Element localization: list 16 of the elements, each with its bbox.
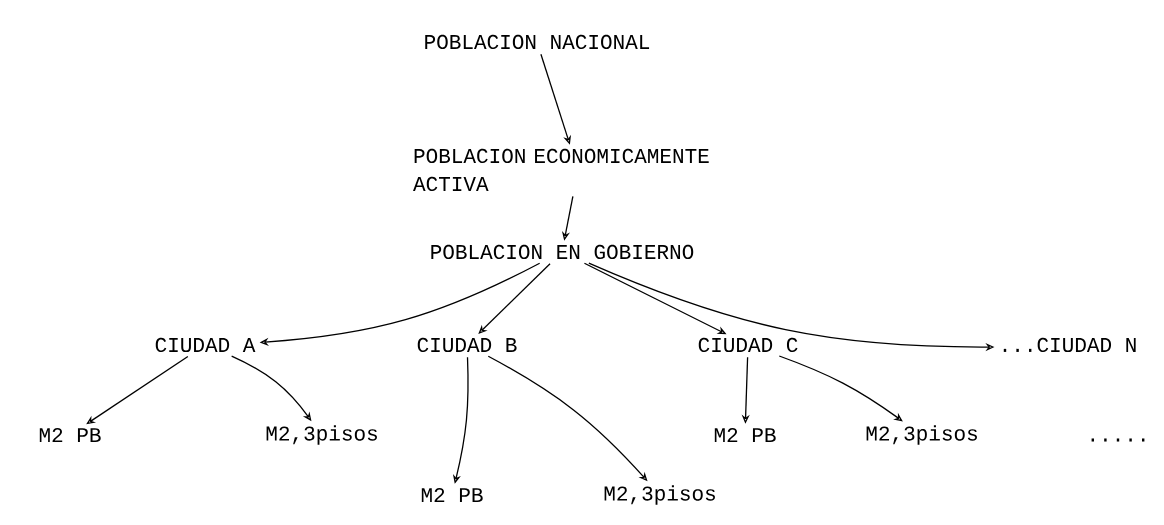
- node-text: M2 PB: [421, 487, 483, 502]
- node-text: POBLACION NACIONAL: [425, 34, 650, 50]
- ellipsis: .....: [1091, 438, 1145, 442]
- node-text: CIUDAD A: [155, 337, 256, 353]
- node-text: CIUDAD C: [698, 337, 798, 353]
- node-text: M2,3pisos: [266, 425, 377, 445]
- node-text: POBLACION EN GOBIERNO: [431, 244, 694, 260]
- node-text: M2,3pisos: [604, 485, 715, 505]
- node-text: M2 PB: [39, 427, 101, 442]
- node-text: CIUDAD B: [417, 337, 517, 353]
- node-text: M2,3pisos: [866, 425, 977, 445]
- node-text: POBLACION ECONOMICAMENTE ACTIVA: [413, 148, 709, 192]
- node-text: M2 PB: [714, 427, 776, 442]
- arrow: [478, 263, 551, 334]
- node-text: ...CIUDAD N: [1003, 337, 1136, 353]
- arrow: [778, 355, 903, 422]
